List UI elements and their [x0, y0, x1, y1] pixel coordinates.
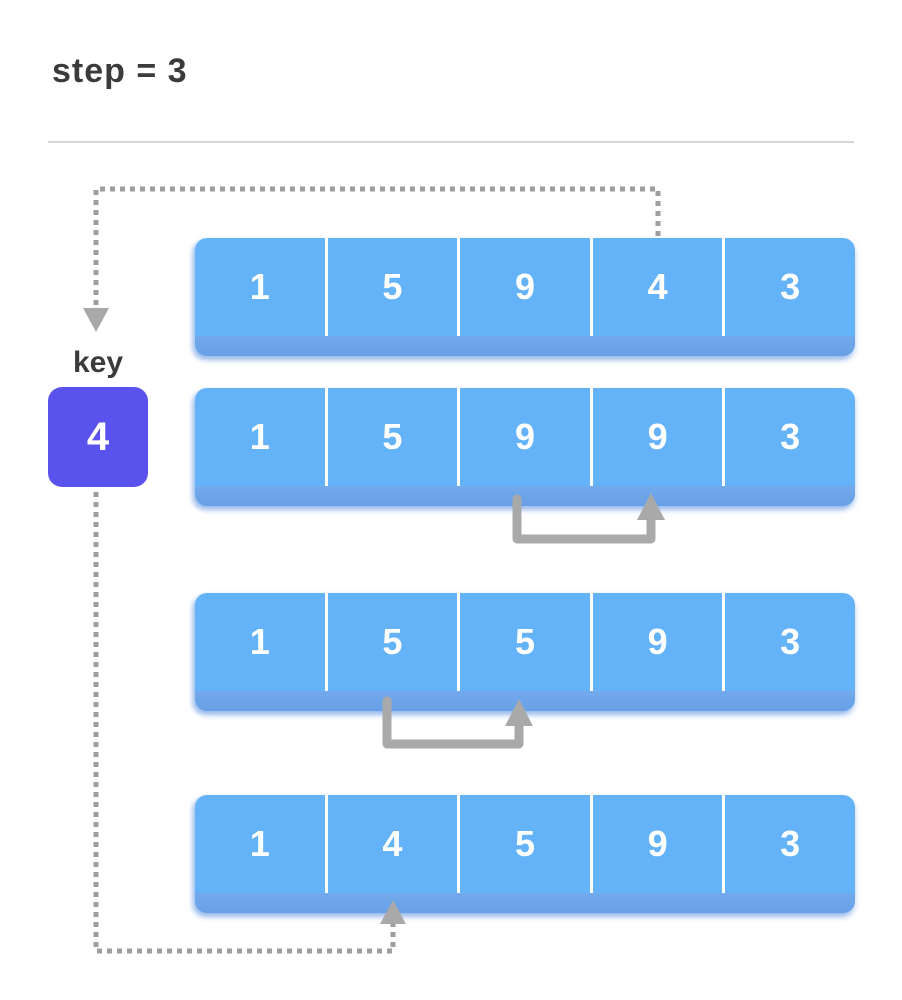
array-cell: 4: [589, 238, 723, 336]
array-cell: 9: [457, 388, 590, 486]
array-row-after-insert-4: 1 4 5 9 3: [195, 795, 855, 913]
array-row-initial: 1 5 9 4 3: [195, 238, 855, 356]
array-cell: 1: [249, 266, 270, 307]
array-cell: 9: [589, 593, 723, 691]
array-cell: 1: [249, 621, 270, 662]
array-cell: 5: [457, 795, 590, 893]
array-cell: 5: [457, 593, 590, 691]
key-label: key: [72, 346, 124, 379]
array-shadow: [195, 691, 855, 711]
array-cells: 1 5 9 9 3: [195, 388, 855, 486]
separator-line: [48, 141, 854, 143]
array-shadow: [195, 336, 855, 356]
array-cell: 9: [589, 795, 723, 893]
array-cells: 1 4 5 9 3: [195, 795, 855, 893]
array-cell: 1: [249, 823, 270, 864]
array-cell: 5: [324, 388, 458, 486]
array-shadow: [195, 893, 855, 913]
array-cell: 5: [324, 238, 458, 336]
array-cells: 1 5 9 4 3: [195, 238, 855, 336]
array-cell: 3: [722, 795, 855, 893]
key-value: 4: [86, 414, 110, 459]
array-cell: 9: [589, 388, 723, 486]
array-row-after-shift-9: 1 5 9 9 3: [195, 388, 855, 506]
array-cell: 3: [722, 388, 855, 486]
array-cell: 5: [324, 593, 458, 691]
key-box: 4: [48, 387, 148, 487]
array-cell: 3: [722, 238, 855, 336]
array-cells: 1 5 5 9 3: [195, 593, 855, 691]
array-cell: 1: [249, 416, 270, 457]
array-shadow: [195, 486, 855, 506]
step-title: step = 3: [52, 52, 188, 90]
arrowhead-down-icon: [83, 308, 109, 332]
array-cell: 9: [457, 238, 590, 336]
array-cell: 3: [722, 593, 855, 691]
array-cell: 4: [324, 795, 458, 893]
array-row-after-shift-5: 1 5 5 9 3: [195, 593, 855, 711]
